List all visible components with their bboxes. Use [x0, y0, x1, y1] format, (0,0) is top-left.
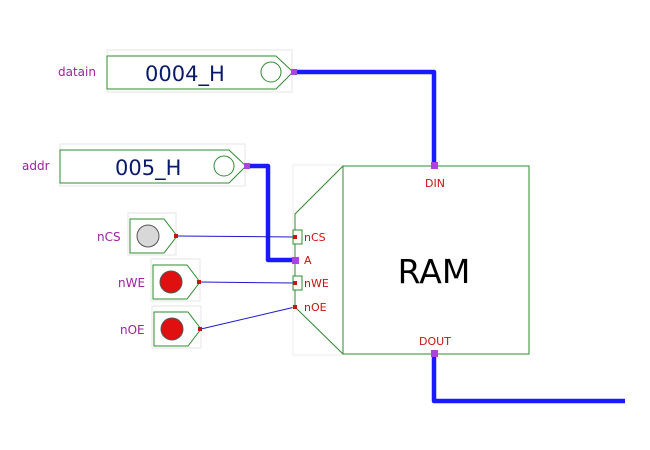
ram-pin-dout-label: DOUT [419, 335, 451, 348]
ram-pin-noe[interactable] [293, 305, 297, 309]
switch-ncs-label: nCS [97, 230, 121, 244]
switch-noe-pin[interactable] [198, 327, 202, 331]
switch-noe-led-icon[interactable] [160, 317, 184, 341]
noe-wire[interactable] [200, 306, 296, 330]
ram-pin-nwe[interactable] [293, 281, 297, 285]
switch-noe[interactable]: nOE [120, 305, 202, 349]
datain-shape [106, 55, 294, 90]
ram-pin-a[interactable] [292, 257, 299, 264]
ram-pin-a-label: A [304, 254, 312, 267]
datain-value: 0004_H [145, 62, 225, 87]
switch-ncs-led-icon[interactable] [136, 224, 160, 248]
addr-shape [59, 149, 247, 184]
datain-label: datain [58, 65, 96, 79]
ram-pin-noe-label: nOE [304, 301, 327, 314]
ram-pin-dout[interactable] [431, 350, 438, 357]
ram-pin-nwe-label: nWE [304, 277, 329, 290]
datain-input[interactable]: datain 0004_H [58, 49, 297, 93]
addr-pin[interactable] [244, 163, 250, 169]
ram-component[interactable]: RAM DIN DOUT nCS A nWE nOE [292, 162, 530, 357]
ncs-wire[interactable] [176, 235, 296, 238]
switch-nwe-led-icon[interactable] [159, 270, 183, 294]
ram-selection-frame [292, 164, 344, 356]
switch-nwe-label: nWE [118, 276, 145, 290]
addr-value: 005_H [115, 156, 181, 181]
switch-nwe-pin[interactable] [197, 280, 201, 284]
ram-body-left [294, 165, 344, 355]
addr-bus[interactable] [248, 163, 295, 263]
ram-pin-din[interactable] [431, 162, 438, 169]
ram-body [342, 165, 530, 355]
ram-title: RAM [398, 252, 471, 291]
nwe-wire[interactable] [199, 281, 296, 284]
wires [176, 69, 625, 404]
switch-ncs-pin[interactable] [174, 234, 178, 238]
addr-input[interactable]: addr 005_H [22, 143, 250, 187]
addr-label: addr [22, 159, 50, 173]
ram-pin-ncs-label: nCS [304, 231, 326, 244]
datain-pin[interactable] [291, 69, 297, 75]
addr-output-indicator [213, 155, 235, 177]
ram-pin-din-label: DIN [425, 177, 445, 190]
datain-bus[interactable] [295, 69, 437, 166]
dout-bus[interactable] [431, 354, 625, 404]
switch-noe-label: nOE [120, 323, 145, 337]
datain-output-indicator [260, 61, 282, 83]
switch-ncs[interactable]: nCS [97, 212, 178, 256]
switch-nwe[interactable]: nWE [118, 258, 201, 302]
ram-pin-ncs[interactable] [293, 235, 297, 239]
